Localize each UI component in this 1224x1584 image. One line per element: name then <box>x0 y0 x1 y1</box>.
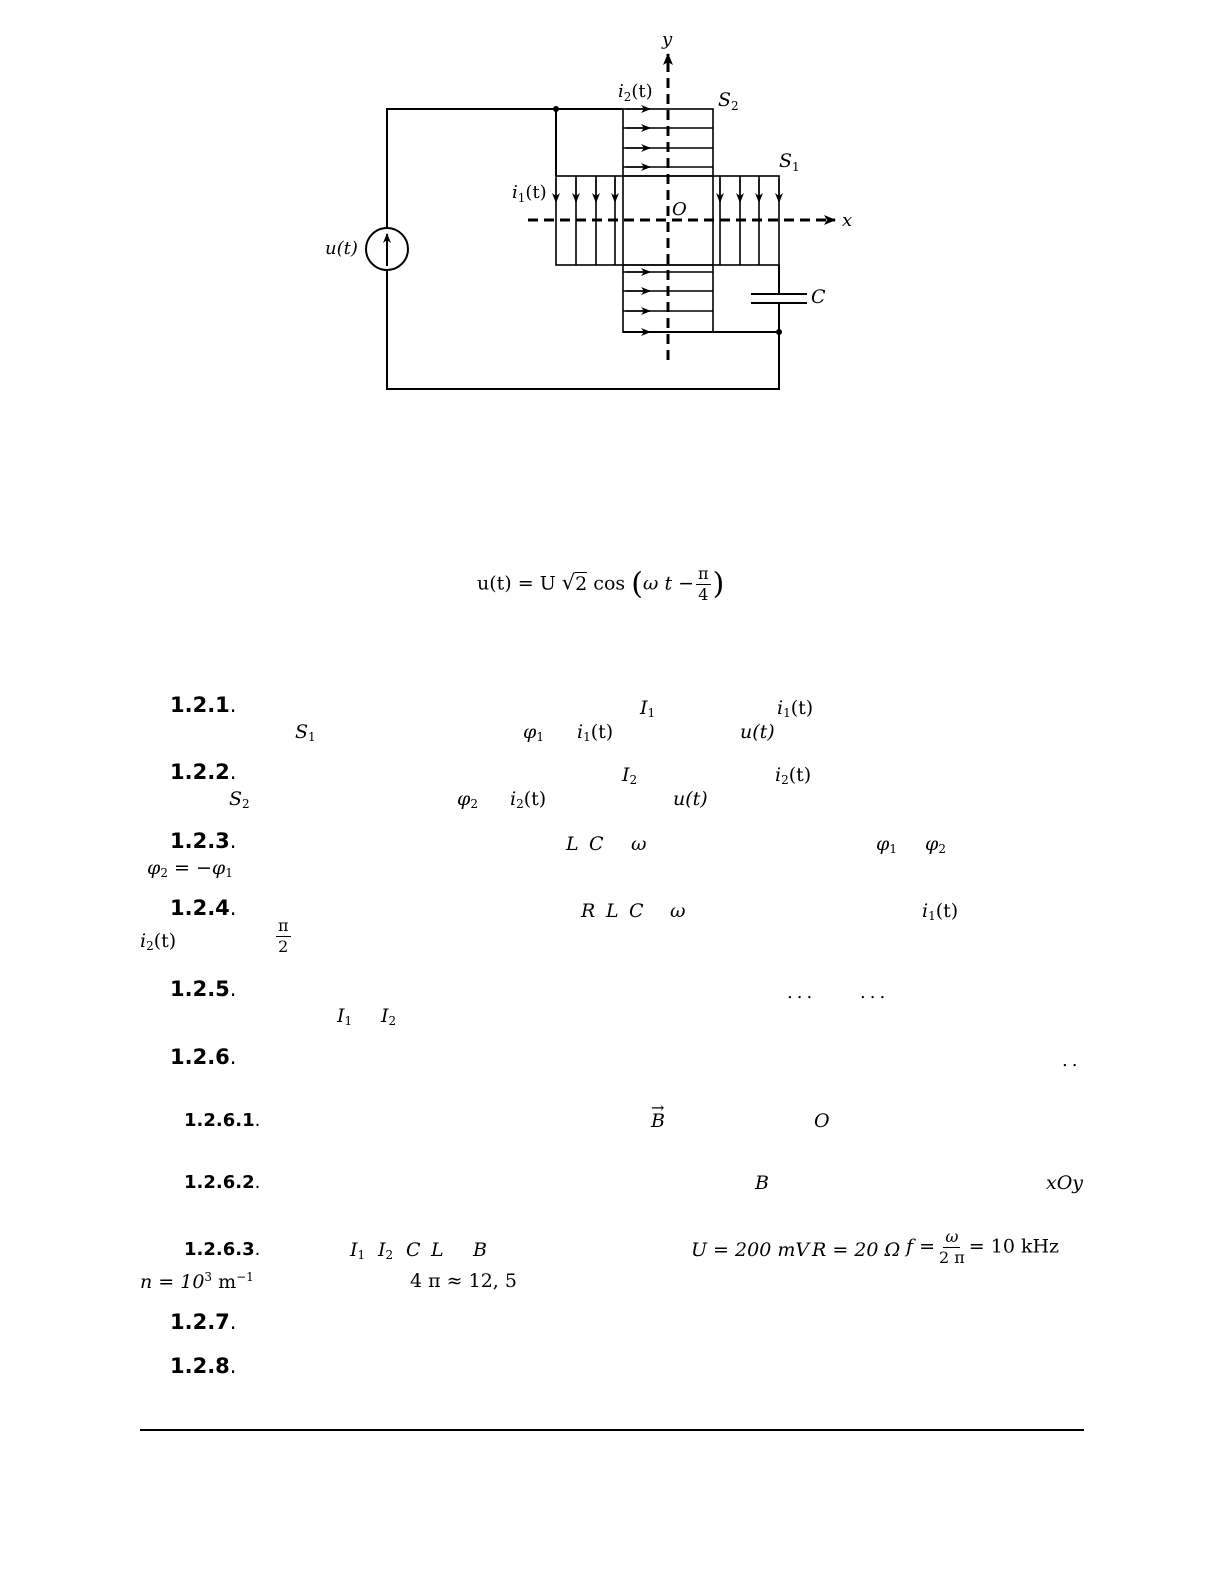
i1-label: i1(t) <box>512 182 547 205</box>
capacitor-label: C <box>811 286 826 308</box>
junction-dot <box>553 106 559 112</box>
q62-plane: xOy <box>1046 1172 1084 1194</box>
page-rule <box>140 1429 1084 1431</box>
q3-phi1: φ1 <box>876 833 897 856</box>
q61-O: O <box>814 1110 830 1132</box>
q1-i1: i1(t) <box>777 697 814 720</box>
q62-B: B <box>755 1172 769 1194</box>
circuit-figure: y x O i2(t) i1(t) S2 S1 u(t) C <box>325 29 852 390</box>
q4-R: R <box>581 900 596 922</box>
q63-R: R = 20 Ω <box>812 1239 901 1261</box>
q1-I1: I1 <box>640 697 656 720</box>
question-number: 1.2.5. <box>170 977 237 1001</box>
q63-U: U = 200 mV <box>691 1239 810 1261</box>
question-number: 1.2.1. <box>170 693 237 717</box>
s1-current-arrows <box>552 179 783 203</box>
q2-u: u(t) <box>673 788 708 810</box>
question-number: 1.2.6. <box>170 1045 237 1069</box>
q6-dots: .. <box>1062 1050 1082 1071</box>
s2-label: S2 <box>718 89 739 113</box>
q3-L: L <box>566 833 579 855</box>
subquestion-number: 1.2.6.3. <box>184 1239 261 1260</box>
q5-I1: I1 <box>337 1005 353 1028</box>
q1-u: u(t) <box>740 721 775 743</box>
q5-I2: I2 <box>381 1005 397 1028</box>
q1-i1b: i1(t) <box>577 721 614 744</box>
capacitor-icon <box>751 288 807 308</box>
i2-label: i2(t) <box>618 81 653 104</box>
q63-I2: I2 <box>378 1239 394 1262</box>
voltage-source-icon <box>365 227 409 271</box>
q3-relation: φ2 = −φ1 <box>147 857 233 880</box>
question-number: 1.2.3. <box>170 829 237 853</box>
q4-omega: ω <box>670 900 686 922</box>
q61-B-vector: →B <box>651 1098 665 1132</box>
q63-approx: 4 π ≈ 12, 5 <box>410 1270 517 1292</box>
q4-i1: i1(t) <box>922 900 959 923</box>
q2-phi2: φ2 <box>457 788 478 811</box>
subquestion-number: 1.2.6.2. <box>184 1172 261 1193</box>
q3-omega: ω <box>631 833 647 855</box>
q3-C: C <box>589 833 604 855</box>
q5-dots1: ... <box>787 982 817 1003</box>
s2-current-arrows <box>626 105 651 336</box>
q1-S1: S1 <box>295 721 316 744</box>
q2-i2: i2(t) <box>775 764 812 787</box>
question-number: 1.2.7. <box>170 1310 237 1334</box>
q2-S2: S2 <box>229 788 250 811</box>
q63-I1: I1 <box>350 1239 366 1262</box>
source-label: u(t) <box>325 238 358 259</box>
q1-phi1: φ1 <box>523 721 544 744</box>
q4-i2: i2(t) <box>140 930 177 953</box>
q63-C: C <box>406 1239 421 1261</box>
q2-i2b: i2(t) <box>510 788 547 811</box>
q4-L: L <box>606 900 619 922</box>
q63-B: B <box>473 1239 487 1261</box>
q3-phi2: φ2 <box>925 833 946 856</box>
x-axis-label: x <box>842 210 852 231</box>
q63-n: n = 103 m−1 <box>140 1270 254 1293</box>
question-number: 1.2.4. <box>170 896 237 920</box>
subquestion-number: 1.2.6.1. <box>184 1110 261 1131</box>
q4-C: C <box>629 900 644 922</box>
s1-label: S1 <box>779 150 800 174</box>
question-number: 1.2.8. <box>170 1354 237 1378</box>
origin-label: O <box>672 199 687 220</box>
junction-dot <box>776 329 782 335</box>
q5-dots2: ... <box>860 982 890 1003</box>
question-number: 1.2.2. <box>170 760 237 784</box>
q2-I2: I2 <box>622 764 638 787</box>
y-axis-label: y <box>661 29 673 50</box>
q63-L: L <box>431 1239 444 1261</box>
